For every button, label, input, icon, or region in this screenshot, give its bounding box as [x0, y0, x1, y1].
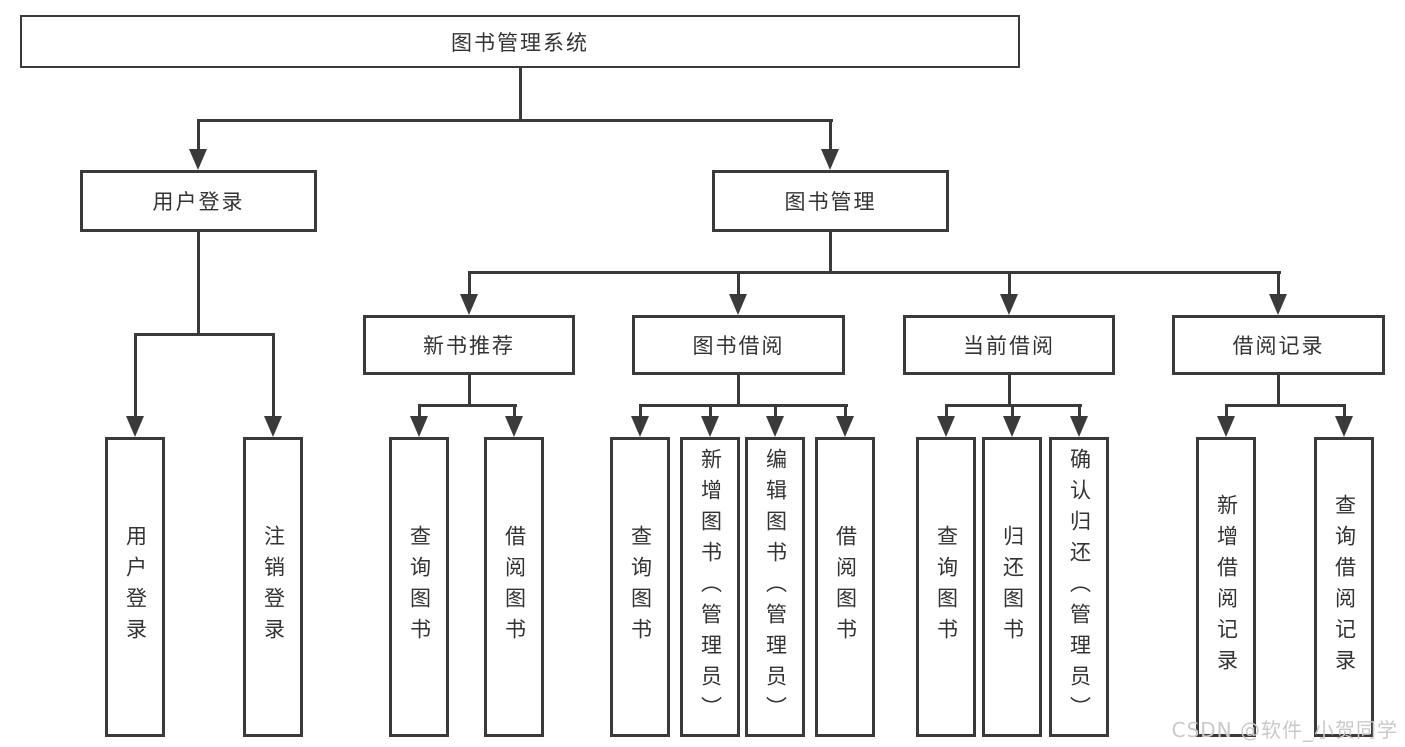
leaf-label: 确认归还（管理员） — [1067, 447, 1092, 727]
connector-stem — [829, 119, 832, 152]
connector-root-rail — [197, 119, 833, 122]
arrow-down-icon — [1000, 294, 1018, 315]
connector-stem — [737, 271, 740, 297]
connector-stem — [774, 404, 777, 418]
leaf-logout: 注销登录 — [243, 437, 303, 737]
node-label: 图书管理系统 — [451, 30, 589, 55]
leaf-label: 归还图书 — [1000, 525, 1025, 649]
connector-stem — [709, 404, 712, 418]
connector-stem — [1343, 404, 1346, 418]
node-label: 用户登录 — [152, 190, 245, 214]
leaf-label: 新增图书（管理员） — [698, 447, 723, 727]
arrow-down-icon — [766, 416, 784, 437]
connector-stem — [1225, 404, 1228, 418]
leaf-label: 查询借阅记录 — [1332, 494, 1357, 680]
arrow-down-icon — [729, 294, 747, 315]
connector-recommend-rail — [418, 404, 517, 407]
node-label: 图书管理 — [784, 190, 877, 214]
connector-records-rail — [1225, 404, 1346, 407]
leaf-query-books-current: 查询图书 — [916, 437, 976, 737]
leaf-borrow-books-recommend: 借阅图书 — [484, 437, 544, 737]
connector-borrowing-rail — [639, 404, 848, 407]
arrow-down-icon — [1217, 416, 1235, 437]
arrow-down-icon — [189, 149, 207, 170]
connector-recommend-stub — [468, 375, 471, 407]
connector-root-stub — [519, 68, 522, 122]
leaf-query-borrow-record: 查询借阅记录 — [1314, 437, 1374, 737]
node-label: 借阅记录 — [1232, 334, 1325, 358]
leaf-add-borrow-record: 新增借阅记录 — [1196, 437, 1256, 737]
connector-stem — [134, 333, 137, 417]
leaf-label: 编辑图书（管理员） — [763, 447, 788, 727]
csdn-watermark: CSDN @软件_小贺同学 — [1171, 718, 1398, 742]
node-library-management-system: 图书管理系统 — [20, 15, 1020, 68]
arrow-down-icon — [410, 416, 428, 437]
connector-stem — [844, 404, 847, 418]
leaf-label: 查询图书 — [628, 525, 653, 649]
leaf-label: 查询图书 — [407, 525, 432, 649]
leaf-confirm-return-admin: 确认归还（管理员） — [1049, 437, 1109, 737]
connector-user-login-stub — [197, 232, 200, 336]
connector-user-login-rail — [134, 333, 275, 336]
connector-stem — [1011, 404, 1014, 418]
connector-stem — [1078, 404, 1081, 418]
node-book-borrowing: 图书借阅 — [632, 315, 845, 375]
connector-book-management-rail — [468, 271, 1281, 274]
leaf-label: 查询图书 — [934, 525, 959, 649]
arrow-down-icon — [1335, 416, 1353, 437]
node-label: 当前借阅 — [963, 334, 1055, 358]
connector-stem — [1008, 271, 1011, 297]
leaf-edit-books-admin: 编辑图书（管理员） — [745, 437, 805, 737]
leaf-borrow-books: 借阅图书 — [815, 437, 875, 737]
node-new-book-recommendation: 新书推荐 — [363, 315, 575, 375]
arrow-down-icon — [631, 416, 649, 437]
node-current-borrowing: 当前借阅 — [903, 315, 1115, 375]
leaf-label: 用户登录 — [123, 525, 148, 649]
arrow-down-icon — [836, 416, 854, 437]
arrow-down-icon — [505, 416, 523, 437]
connector-borrowing-stub — [737, 375, 740, 407]
leaf-return-books: 归还图书 — [982, 437, 1042, 737]
arrow-down-icon — [264, 416, 282, 437]
leaf-label: 借阅图书 — [502, 525, 527, 649]
arrow-down-icon — [701, 416, 719, 437]
connector-stem — [639, 404, 642, 418]
connector-stem — [1277, 271, 1280, 297]
node-borrowing-records: 借阅记录 — [1172, 315, 1385, 375]
leaf-label: 新增借阅记录 — [1214, 494, 1239, 680]
node-label: 图书借阅 — [692, 334, 785, 358]
leaf-user-login: 用户登录 — [105, 437, 165, 737]
node-user-login: 用户登录 — [80, 170, 317, 232]
connector-stem — [272, 333, 275, 417]
connector-stem — [418, 404, 421, 418]
leaf-query-books-borrowing: 查询图书 — [610, 437, 670, 737]
connector-stem — [513, 404, 516, 418]
arrow-down-icon — [821, 149, 839, 170]
connector-records-stub — [1277, 375, 1280, 407]
node-book-management: 图书管理 — [712, 170, 949, 232]
arrow-down-icon — [460, 294, 478, 315]
arrow-down-icon — [1003, 416, 1021, 437]
leaf-query-books-recommend: 查询图书 — [389, 437, 449, 737]
connector-book-management-stub — [829, 232, 832, 274]
connector-stem — [197, 119, 200, 152]
connector-stem — [945, 404, 948, 418]
arrow-down-icon — [937, 416, 955, 437]
leaf-label: 借阅图书 — [833, 525, 858, 649]
arrow-down-icon — [1070, 416, 1088, 437]
leaf-add-books-admin: 新增图书（管理员） — [680, 437, 740, 737]
arrow-down-icon — [126, 416, 144, 437]
node-label: 新书推荐 — [423, 334, 515, 358]
connector-stem — [468, 271, 471, 297]
arrow-down-icon — [1269, 294, 1287, 315]
leaf-label: 注销登录 — [261, 525, 286, 649]
connector-current-stub — [1008, 375, 1011, 407]
